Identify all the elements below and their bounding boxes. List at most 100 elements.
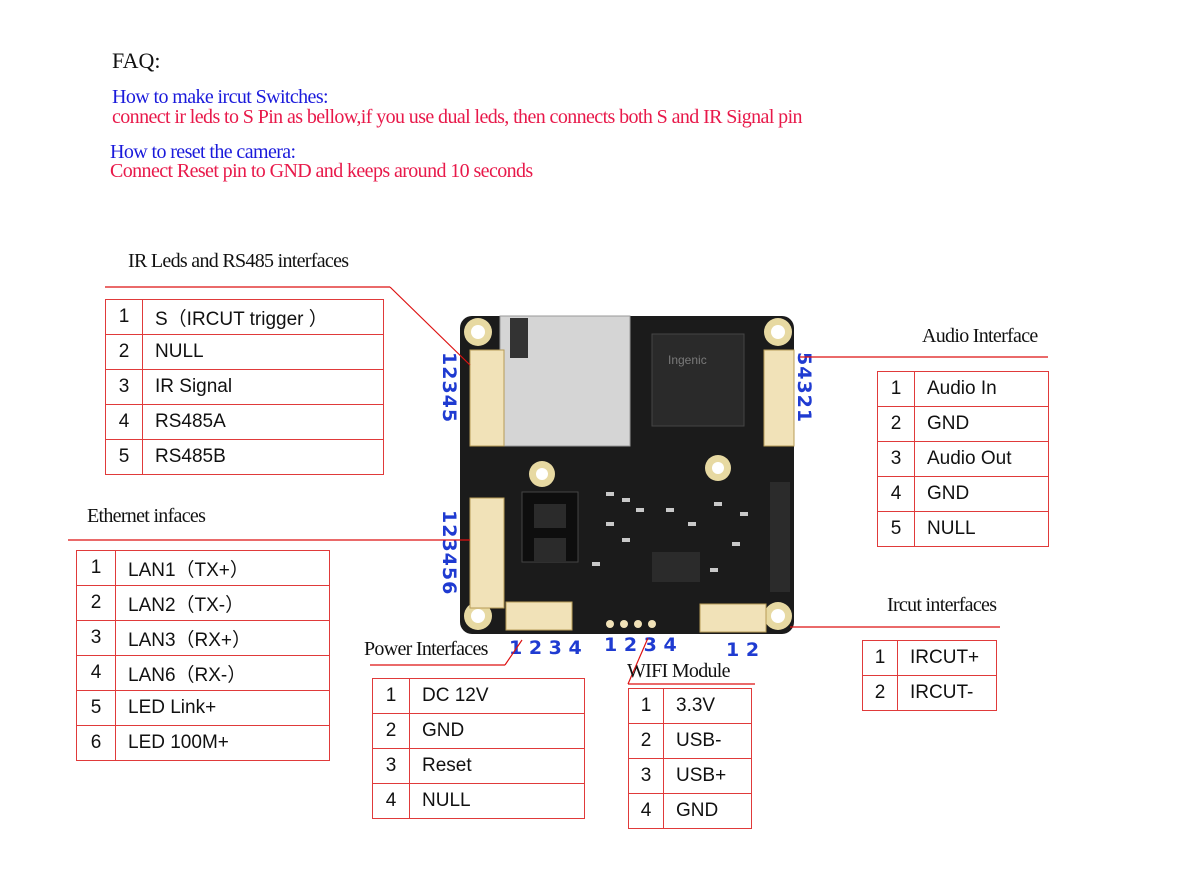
pin-number: 4: [105, 404, 143, 440]
pin-function: LAN2（TX-）: [115, 585, 330, 621]
pin-number: 3: [76, 620, 116, 656]
pin-number: 3: [628, 758, 664, 794]
pin-number: 2: [877, 406, 915, 442]
faq-answer-reset: Connect Reset pin to GND and keeps aroun…: [110, 160, 533, 182]
pin-function: Audio Out: [914, 441, 1049, 477]
pin-function: GND: [914, 476, 1049, 512]
pin-function: LED 100M+: [115, 725, 330, 761]
pin-number: 4: [372, 783, 410, 819]
pin-number: 1: [862, 640, 898, 676]
pin-number: 2: [372, 713, 410, 749]
pin-number: 1: [372, 678, 410, 714]
pin-function: IRCUT+: [897, 640, 997, 676]
pin-function: IRCUT-: [897, 675, 997, 711]
pin-function: Audio In: [914, 371, 1049, 407]
pin-function: USB+: [663, 758, 752, 794]
ir-rs485-title: IR Leds and RS485 interfaces: [128, 250, 349, 272]
faq-question-reset: How to reset the camera:: [110, 141, 296, 163]
pin-function: S（IRCUT trigger ）: [142, 299, 384, 335]
pin-number: 1: [105, 299, 143, 335]
chip-brand-label: Ingenic: [668, 353, 707, 367]
pin-number: 2: [628, 723, 664, 759]
pin-number: 5: [105, 439, 143, 475]
ircut-title: Ircut interfaces: [887, 594, 997, 616]
power-title: Power Interfaces: [364, 638, 488, 660]
power-connector-pin-numbers: 1 2 3 4: [509, 637, 582, 659]
pin-number: 2: [76, 585, 116, 621]
ethernet-connector-pin-numbers: 123456: [438, 510, 460, 596]
pin-number: 4: [628, 793, 664, 829]
pin-function: GND: [663, 793, 752, 829]
pin-function: NULL: [142, 334, 384, 370]
pin-number: 4: [877, 476, 915, 512]
pin-number: 3: [372, 748, 410, 784]
pin-number: 5: [877, 511, 915, 547]
camera-board-image: Ingenic: [456, 312, 798, 638]
pin-number: 1: [877, 371, 915, 407]
ircut-connector-pin-numbers: 1 2: [726, 639, 760, 661]
wifi-title: WIFI Module: [627, 660, 731, 682]
ir-connector-pin-numbers: 12345: [438, 352, 460, 424]
pin-number: 2: [105, 334, 143, 370]
ethernet-title: Ethernet infaces: [87, 505, 206, 527]
pin-function: RS485B: [142, 439, 384, 475]
pin-number: 5: [76, 690, 116, 726]
pin-number: 1: [76, 550, 116, 586]
pin-number: 2: [862, 675, 898, 711]
pin-function: Reset: [409, 748, 585, 784]
pin-function: NULL: [914, 511, 1049, 547]
pin-number: 1: [628, 688, 664, 724]
pin-function: DC 12V: [409, 678, 585, 714]
pin-function: NULL: [409, 783, 585, 819]
audio-connector-pin-numbers: 54321: [793, 352, 815, 424]
pin-function: IR Signal: [142, 369, 384, 405]
pin-function: USB-: [663, 723, 752, 759]
pin-function: 3.3V: [663, 688, 752, 724]
pin-function: LED Link+: [115, 690, 330, 726]
wifi-connector-pin-numbers: 1 2 3 4: [604, 634, 677, 656]
pin-number: 4: [76, 655, 116, 691]
faq-answer-ircut: connect ir leds to S Pin as bellow,if yo…: [112, 106, 803, 128]
pin-function: GND: [914, 406, 1049, 442]
faq-question-ircut: How to make ircut Switches:: [112, 86, 329, 108]
faq-title: FAQ:: [112, 48, 161, 73]
pin-function: LAN6（RX-）: [115, 655, 330, 691]
audio-title: Audio Interface: [922, 325, 1038, 347]
pin-function: GND: [409, 713, 585, 749]
pin-function: RS485A: [142, 404, 384, 440]
pin-number: 3: [105, 369, 143, 405]
pin-number: 6: [76, 725, 116, 761]
